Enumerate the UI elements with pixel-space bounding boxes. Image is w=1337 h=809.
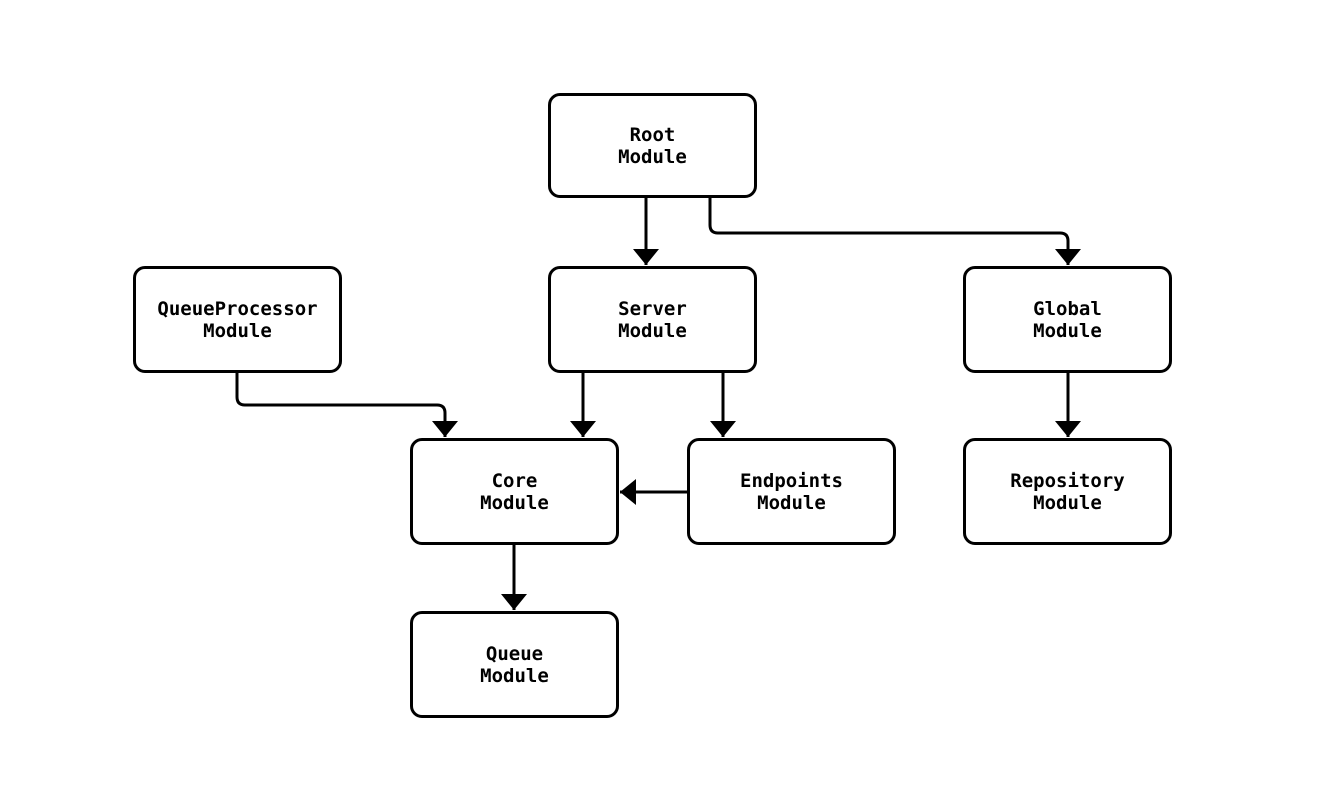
node-server-label-line: Server	[618, 297, 687, 320]
edge-root-to-global	[708, 198, 1081, 265]
node-core-label-line: Module	[480, 491, 549, 514]
node-root-label-line: Module	[618, 145, 687, 168]
node-repository-label-line: Module	[1033, 491, 1102, 514]
node-server-label-line: Module	[618, 319, 687, 342]
edges-group	[235, 198, 1081, 610]
edge-queueprocessor-to-core	[235, 373, 458, 437]
node-root-label-line: Root	[629, 123, 676, 146]
node-core-label-line: Core	[491, 469, 538, 492]
node-queue-label-line: Module	[480, 664, 549, 687]
node-queueprocessor-label-line: Module	[203, 319, 272, 342]
node-repository-label-line: Repository	[1010, 469, 1125, 492]
node-global-label-line: Module	[1033, 319, 1102, 342]
node-queueprocessor-label-line: QueueProcessor	[157, 297, 318, 320]
node-endpoints-label-line: Endpoints	[740, 469, 843, 492]
node-global-label-line: Global	[1033, 297, 1102, 320]
node-queue-label-line: Queue	[485, 642, 544, 665]
node-endpoints-label-line: Module	[757, 491, 826, 514]
